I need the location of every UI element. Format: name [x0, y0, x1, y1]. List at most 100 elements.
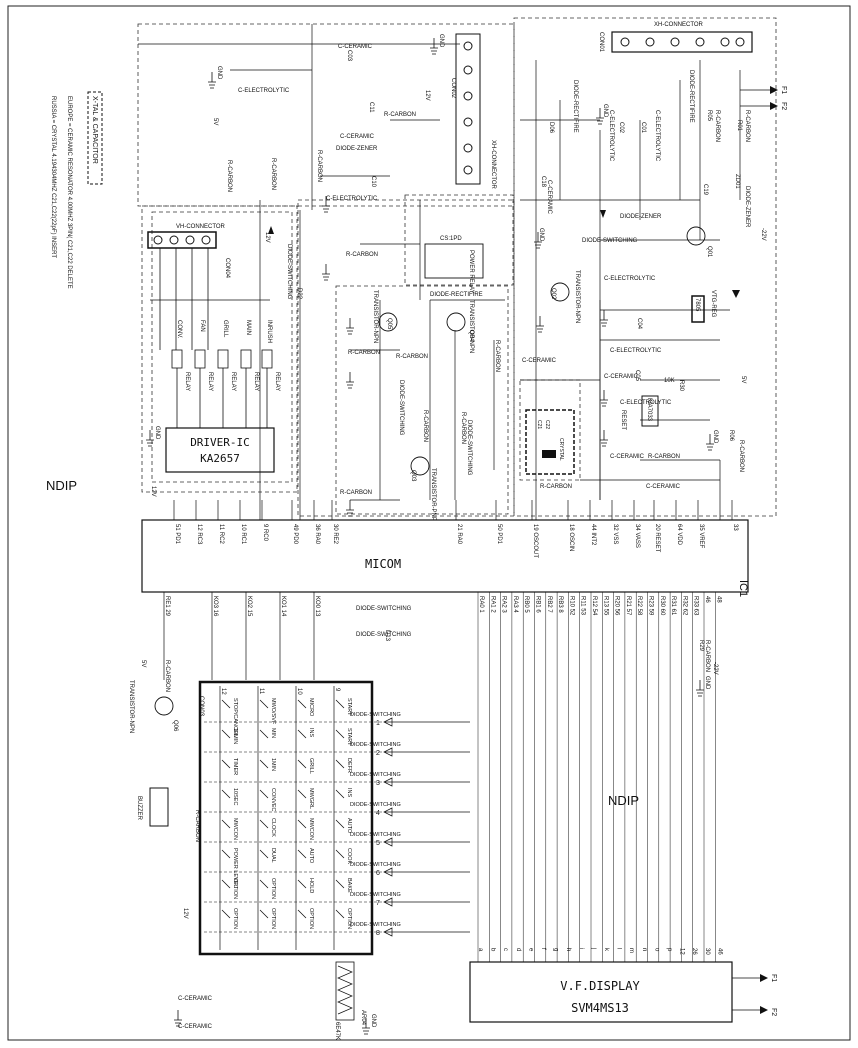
key-label: OPTION [232, 878, 238, 899]
key-switch [335, 789, 345, 799]
svg-text:C-CERAMIC: C-CERAMIC [604, 374, 639, 380]
micom-pin-label: RB3 8 [557, 596, 563, 613]
svg-text:C-CERAMIC: C-CERAMIC [340, 134, 375, 140]
array-value: 6E47K [334, 1022, 340, 1040]
key-switch [297, 729, 307, 739]
driver-ic-part: KA2657 [200, 452, 240, 465]
ref-c01: C01 [640, 122, 646, 134]
svg-text:DIODE-RECTIFIRE: DIODE-RECTIFIRE [430, 292, 483, 298]
vfd-pin-label: b [490, 948, 496, 952]
reset-ic: KIA7033 RESET [620, 395, 659, 430]
vfd-pin-label: o [653, 948, 659, 952]
vfd-pin-label: f [540, 948, 546, 950]
diode-symbol [383, 777, 393, 787]
micom-pin-label: 10 RC1 [240, 524, 246, 545]
xh-connector-label: XH-CONNECTOR [654, 22, 704, 28]
svg-text:DIODE-RECTIFIRE: DIODE-RECTIFIRE [572, 80, 578, 133]
micom-pin-label: 21 RA0 [456, 524, 462, 545]
ref-r05: R05 [706, 110, 712, 122]
micom-pin-label: 35 VREF [698, 524, 704, 549]
diode-label: DIODE-SWITCHING [350, 802, 401, 808]
ref-c19: C19 [702, 184, 708, 196]
vreg-body [691, 295, 705, 323]
ref-d22: D22 [296, 288, 302, 300]
micom-pin-label: R30 60 [659, 596, 665, 616]
vfd-pin-label: a [477, 948, 483, 952]
key-label: 10SEC [232, 788, 238, 805]
svg-text:TRANSISTOR-NPN: TRANSISTOR-NPN [574, 270, 580, 323]
key-switch [297, 699, 307, 709]
ref-c04: C04 [636, 318, 642, 330]
ref-q01: Q01 [706, 246, 712, 258]
svg-text:DIODE-SWITCHING: DIODE-SWITCHING [466, 420, 472, 476]
diode-label: DIODE-SWITCHING [350, 862, 401, 868]
buzzer-body [149, 787, 169, 827]
vh-connector-label: VH-CONNECTOR [176, 224, 226, 230]
vfd-pin-label: 12 [679, 948, 685, 955]
rail-neg22-b: -22V [712, 662, 718, 675]
svg-text:C-CERAMIC: C-CERAMIC [610, 454, 645, 460]
micom-ic: MICOM IC1 [141, 519, 749, 597]
note-europe: EUROPE = CERAMIC RESONATOR 4.00MHZ 3PIN(… [66, 96, 72, 289]
micom-pin-label: RB2 7 [546, 596, 552, 613]
micom-pin-label: R11 53 [580, 596, 586, 616]
ref-r06: R06 [728, 430, 734, 442]
key-label: MIN [270, 728, 276, 738]
micom-pin-label: R33 63 [693, 596, 699, 616]
micom-pin-label: RA3 4 [512, 596, 518, 613]
con03-label: CON03 [198, 696, 204, 717]
key-label: DEFR [346, 758, 352, 773]
relay-bank: CONV. FAN GRILL MAIN INRUSH RELAY RELAY … [150, 248, 280, 430]
svg-text:TRANSISTOR-NPN: TRANSISTOR-NPN [128, 680, 134, 733]
svg-text:C-CERAMIC: C-CERAMIC [546, 180, 552, 215]
micom-pin-label: 30 RE2 [332, 524, 338, 545]
matrix-row-number: 5 [376, 840, 380, 847]
svg-text:C-ELECTROLYTIC: C-ELECTROLYTIC [654, 110, 660, 162]
matrix-row-number: 8 [376, 930, 380, 937]
key-label: OPTION [270, 908, 276, 929]
key-switch [335, 759, 345, 769]
micom-pin-label: RA0 1 [478, 596, 484, 613]
rail-neg22-a: -22V [760, 228, 766, 241]
rail-12v-b: 12V [424, 90, 430, 101]
ref-c18: C18 [540, 176, 546, 188]
diode-label: DIODE-SWITCHING [350, 832, 401, 838]
row-diodes: DIODE-SWITCHING DIODE-SWITCHING DIODE-SWIT… [350, 712, 470, 937]
key-switch [297, 819, 307, 829]
rail-12v-d: 12V [182, 908, 188, 919]
relay-main: MAIN [245, 320, 251, 335]
key-switch [221, 729, 231, 739]
diode-label: DIODE-SWITCHING [350, 742, 401, 748]
relay-tag-1: RELAY [184, 372, 190, 391]
vreg-label: VTG-REG [710, 290, 716, 318]
svg-text:C-CERAMIC: C-CERAMIC [178, 996, 213, 1002]
micom-pin-label: KO1 14 [280, 596, 286, 617]
vfd-pin-label: i [578, 948, 584, 949]
key-label: INS [308, 728, 314, 738]
vh-connector-body [147, 231, 217, 249]
micom-pin-label: 18 OSCIN [568, 524, 574, 551]
buzzer-label: BUZZER [136, 796, 142, 821]
svg-text:DIODE-RECTIFIRE: DIODE-RECTIFIRE [688, 70, 694, 123]
xh-mid-label: XH-CONNECTOR [490, 140, 496, 190]
micom-pin-label: R31 61 [670, 596, 676, 616]
micom-pin-label: R21 57 [625, 596, 631, 616]
key-label: AUTO [346, 818, 352, 834]
key-label: OPTION [232, 908, 238, 929]
matrix-row-number: 2 [376, 750, 380, 757]
svg-text:R-CARBON: R-CARBON [346, 252, 378, 258]
svg-text:GND: GND [602, 104, 608, 118]
micom-pin-label: R13 55 [602, 596, 608, 616]
diode-symbol [383, 927, 393, 937]
micom-pin-label: R23 59 [648, 596, 654, 616]
rail-5v-b: 5V [740, 376, 746, 383]
vfd-pin-label: k [603, 948, 609, 952]
key-label: AUTO [308, 848, 314, 864]
diode-symbol [383, 897, 393, 907]
key-label: MWO/SVF [270, 698, 276, 725]
svg-text:GND: GND [216, 66, 222, 80]
key-label: MWCON [308, 818, 314, 840]
